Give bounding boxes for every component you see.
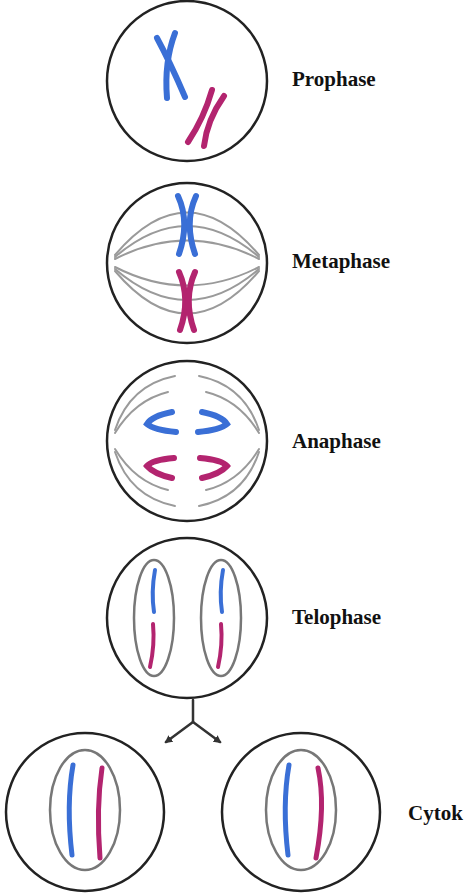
cell-outline [222,733,380,891]
cell-outline [107,361,267,521]
chromosome-magenta [188,90,224,146]
nucleus-outline [50,750,120,870]
chromosome-magenta [150,624,222,667]
chromosome-blue [178,196,196,254]
cell-outline [107,1,267,161]
chromosome-blue [285,765,289,855]
chromosome-blue [153,570,223,612]
nucleus-outline [266,750,336,870]
chromatid-blue [147,412,227,432]
stage-label: Telophase [292,605,381,630]
spindle-fibers [115,376,259,506]
cell-outline [107,183,267,343]
nucleus-outline [201,560,241,676]
chromosome-magenta [98,768,102,858]
cell-outline [107,538,267,698]
cell-outline [6,733,164,891]
stage-label: Cytok [408,801,463,826]
stage-label: Anaphase [292,429,381,454]
nucleus-outline [134,560,174,676]
stage-label: Metaphase [292,249,390,274]
stage-label: Prophase [292,67,376,92]
division-arrow [166,700,220,742]
chromosome-magenta [316,768,322,858]
chromosome-blue [69,765,73,855]
chromatid-magenta [147,458,227,478]
chromosome-blue [157,33,185,98]
chromosome-magenta [179,272,195,330]
